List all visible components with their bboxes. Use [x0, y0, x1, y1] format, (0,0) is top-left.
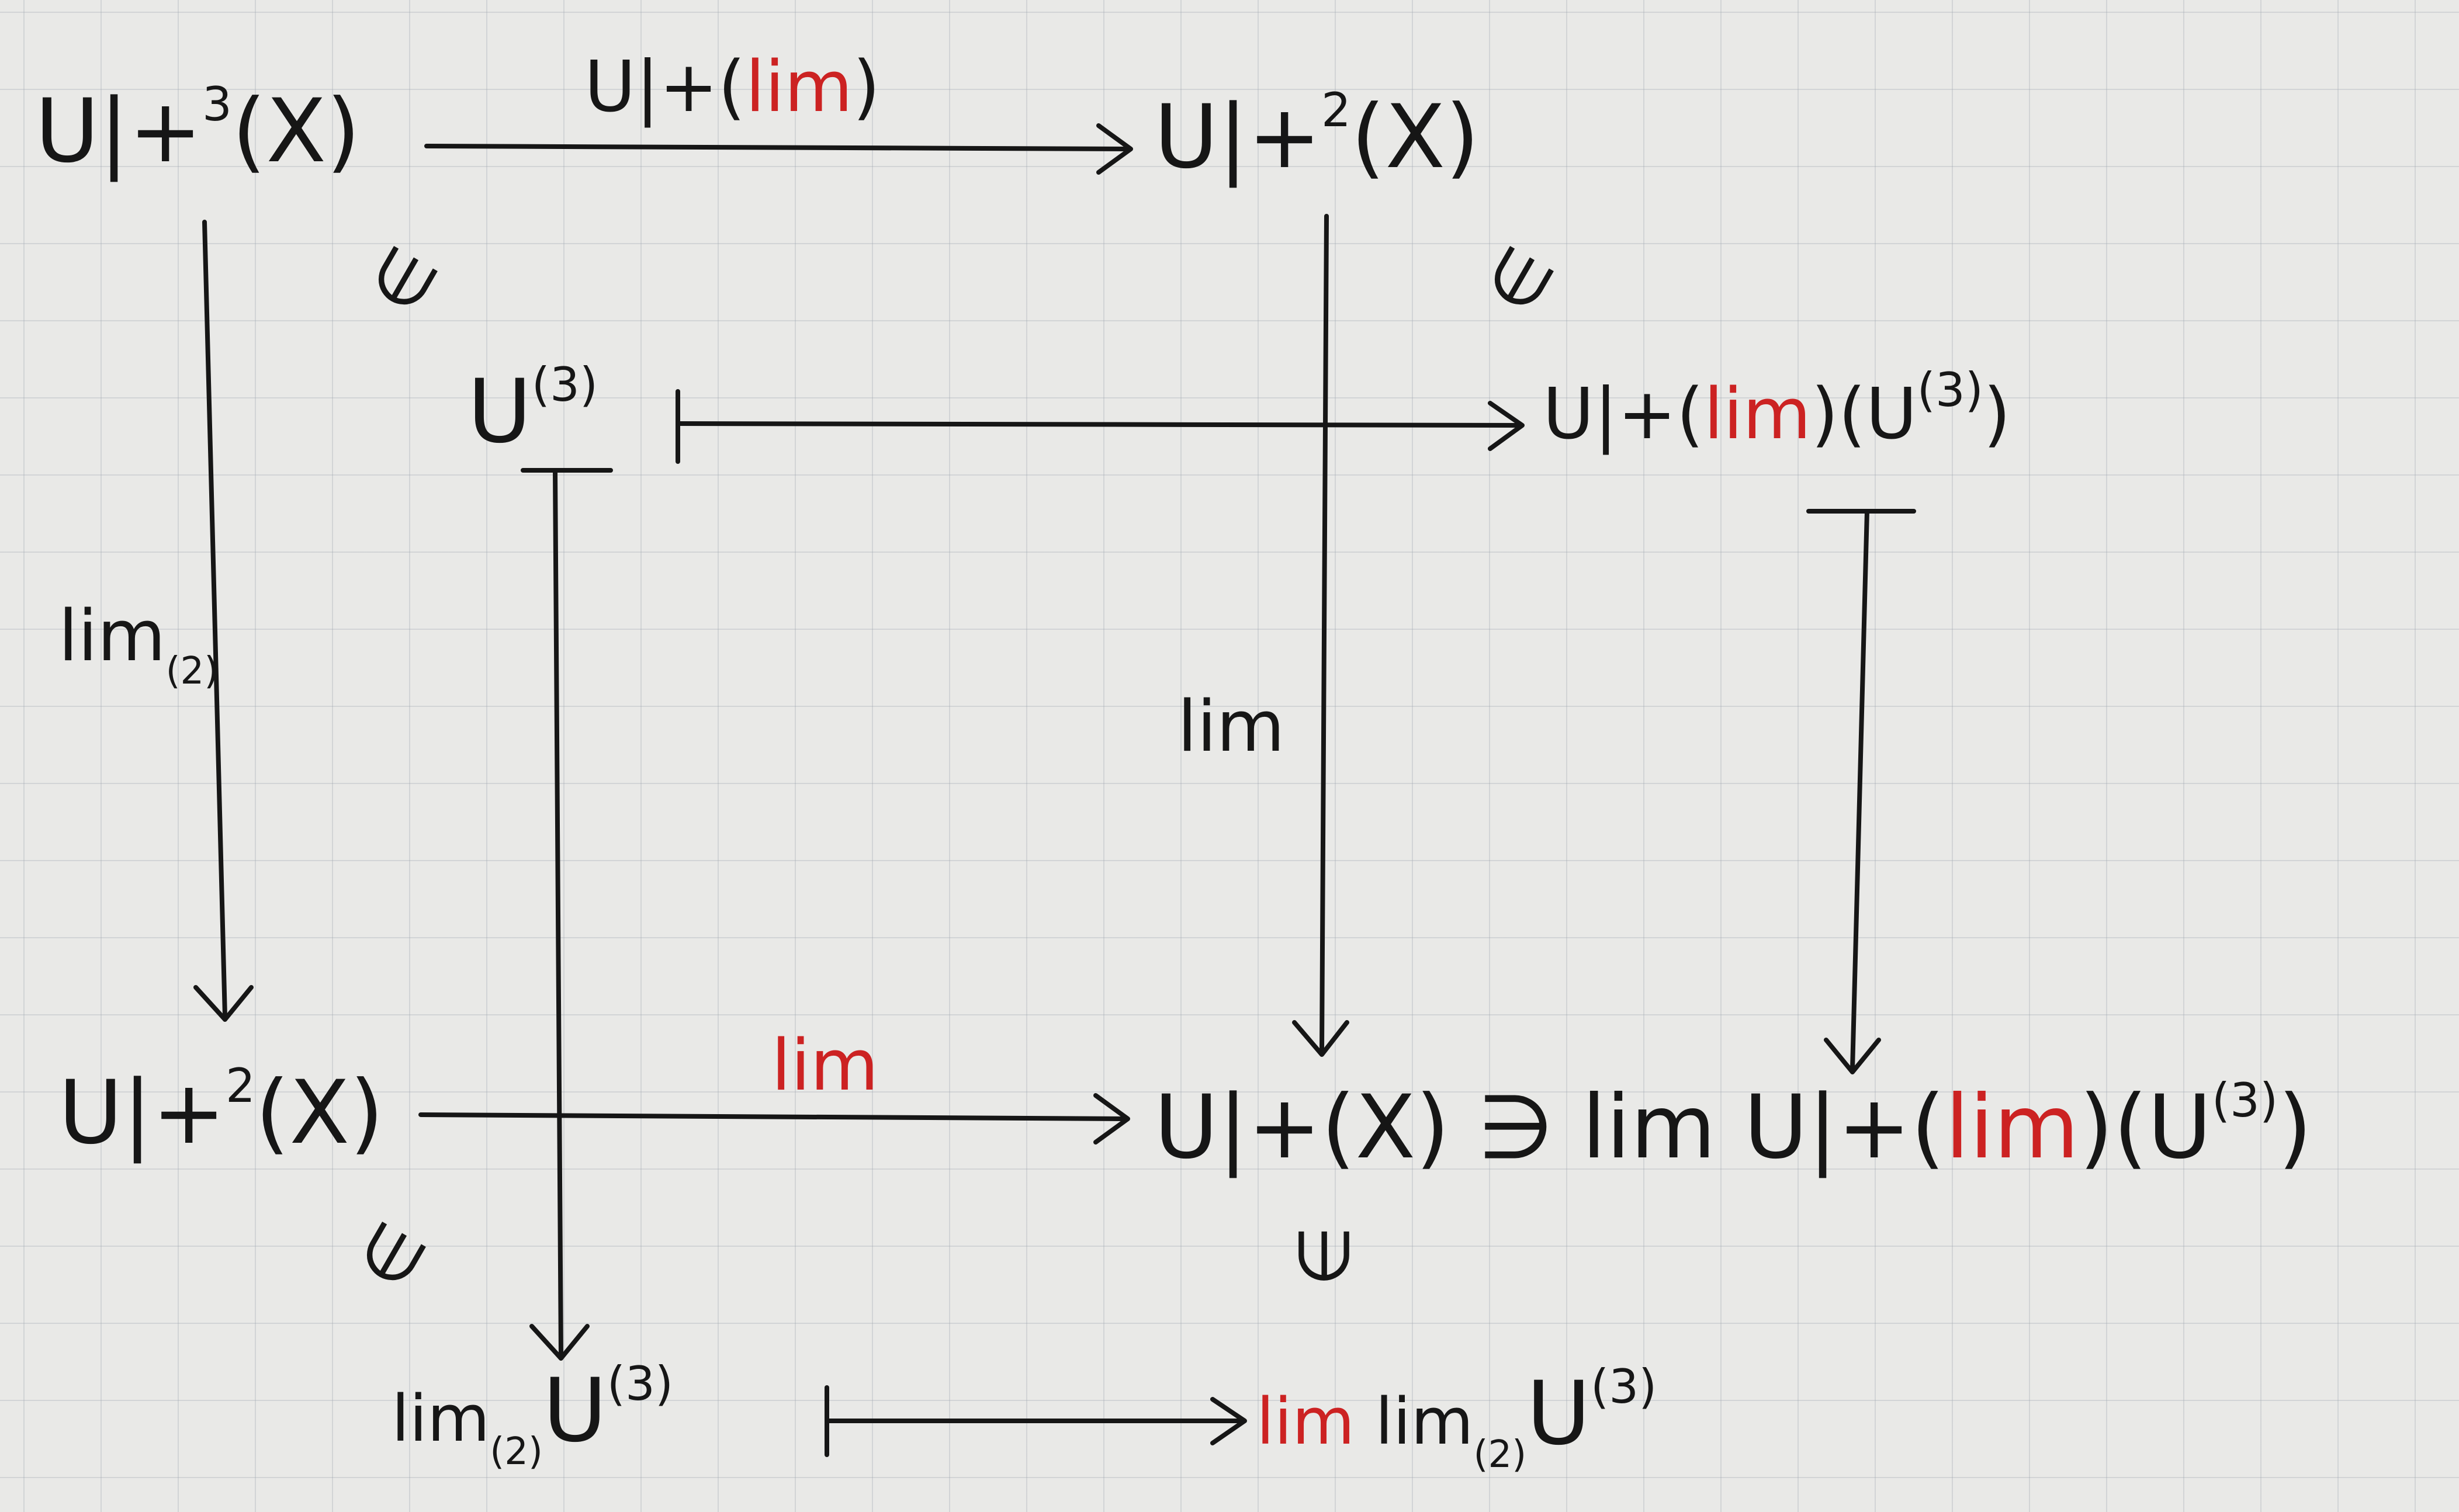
inner-arrow-right	[1850, 509, 1869, 1071]
node-inner-bottom-left-lim: lim	[392, 1381, 490, 1456]
label-top: U|+(lim)	[584, 53, 880, 123]
node-inner-top-right-close: )	[1983, 374, 2011, 455]
label-top-red: lim	[745, 47, 853, 128]
inner-arrowhead-left	[529, 1324, 590, 1361]
node-top-left: U|+3(X)	[35, 81, 361, 176]
inner-arrowhead-top	[1488, 401, 1525, 451]
node-inner-bottom-right-base: U	[1526, 1363, 1591, 1465]
label-left-sub: (2)	[165, 650, 219, 693]
node-inner-bottom-left-sub: (2)	[490, 1430, 543, 1473]
node-inner-top-right-pre: U|+(	[1543, 374, 1704, 455]
arrowhead-bottom	[1093, 1093, 1130, 1145]
arrow-bottom	[418, 1112, 1127, 1121]
node-inner-top-right-red: lim	[1703, 374, 1812, 455]
label-top-post: )	[853, 47, 881, 128]
node-inner-bottom-right: lim lim(2)U(3)	[1256, 1364, 1657, 1474]
node-inner-bottom-left-sup: (3)	[607, 1357, 674, 1411]
arrowhead-top	[1096, 123, 1133, 175]
node-top-left-sup: 3	[202, 77, 232, 131]
node-top-right-arg: (X)	[1350, 86, 1480, 188]
membership-symbol-4: ∈	[1284, 1225, 1366, 1287]
node-bottom-right-sup: (3)	[2211, 1073, 2278, 1128]
node-top-left-arg: (X)	[231, 81, 361, 182]
node-inner-top-left-base: U	[467, 361, 532, 463]
node-bottom-left-base: U|+	[58, 1062, 226, 1164]
node-bottom-right-text: U|+(X) ∋ lim U|+(	[1154, 1077, 1945, 1178]
arrowhead-left	[193, 985, 254, 1022]
node-inner-top-left: U(3)	[467, 362, 598, 456]
arrow-left	[202, 220, 227, 1019]
node-inner-top-right: U|+(lim)(U(3))	[1543, 367, 2011, 450]
arrow-middle	[1319, 214, 1329, 1054]
node-inner-bottom-right-lim: lim	[1375, 1384, 1474, 1459]
label-bottom: lim	[771, 1025, 879, 1107]
node-top-right: U|+2(X)	[1154, 87, 1480, 182]
inner-arrowhead-bottom	[1210, 1397, 1247, 1445]
node-inner-bottom-right-red: lim	[1256, 1384, 1355, 1459]
node-top-right-sup: 2	[1321, 83, 1351, 137]
node-top-left-base: U|+	[35, 81, 203, 182]
node-bottom-left-sup: 2	[226, 1059, 255, 1113]
label-top-pre: U|+(	[584, 47, 746, 128]
node-inner-bottom-right-sup: (3)	[1590, 1360, 1657, 1414]
node-bottom-right-post: )(U	[2079, 1077, 2212, 1178]
node-bottom-left-arg: (X)	[255, 1062, 384, 1164]
node-bottom-right-close: )	[2278, 1077, 2312, 1178]
node-inner-top-left-sup: (3)	[531, 358, 598, 412]
inner-arrowhead-right	[1824, 1038, 1881, 1074]
node-bottom-right-red: lim	[1945, 1077, 2079, 1178]
node-bottom-left: U|+2(X)	[58, 1063, 384, 1157]
node-inner-bottom-left-base: U	[542, 1360, 607, 1462]
arrowhead-middle	[1292, 1020, 1349, 1057]
node-inner-bottom-right-sub: (2)	[1473, 1433, 1527, 1476]
node-top-right-base: U|+	[1154, 86, 1322, 188]
inner-arrow-top	[676, 421, 1522, 428]
node-inner-top-right-post: )(U	[1811, 374, 1917, 455]
inner-arrow-left	[553, 468, 563, 1358]
node-inner-bottom-left: lim(2)U(3)	[392, 1361, 673, 1471]
label-left: lim(2)	[58, 602, 219, 691]
node-bottom-right: U|+(X) ∋ lim U|+(lim)(U(3))	[1154, 1077, 2312, 1172]
arrow-top	[424, 144, 1130, 151]
label-left-lim: lim	[58, 596, 166, 677]
label-middle-vertical: lim	[1177, 686, 1285, 768]
node-inner-top-right-sup: (3)	[1917, 363, 1983, 417]
